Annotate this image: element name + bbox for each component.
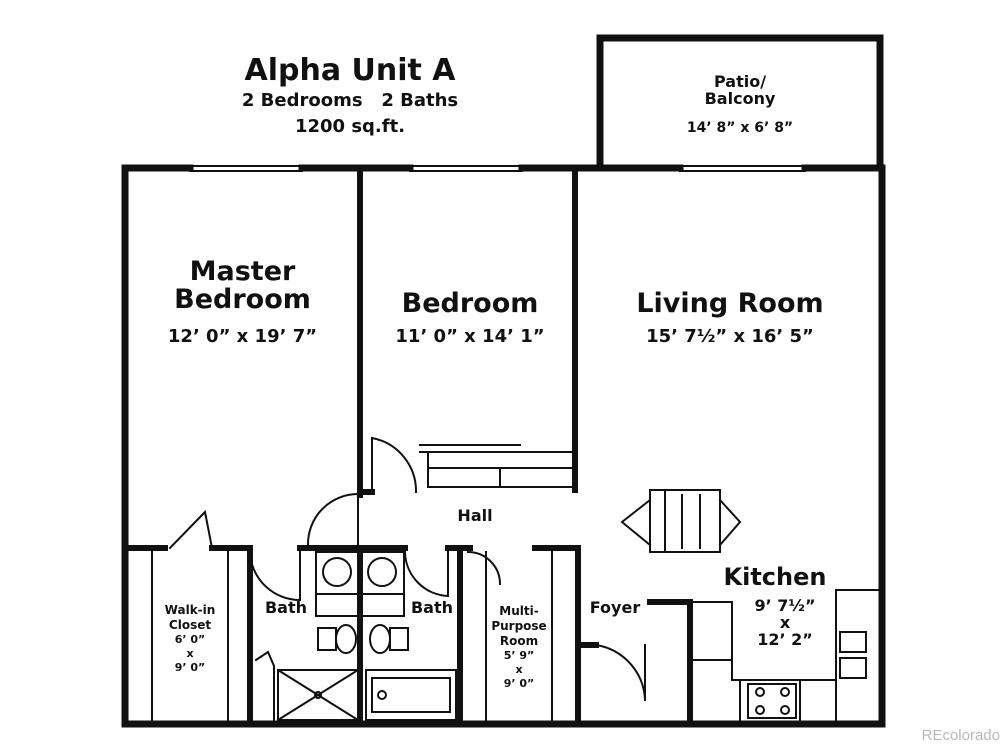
bedroom-dims: 11’ 0” x 14’ 1” xyxy=(395,326,545,347)
patio-label: Patio/ Balcony xyxy=(704,72,776,108)
foyer-label: Foyer xyxy=(589,598,641,617)
windows xyxy=(189,165,806,172)
patio-dims: 14’ 8” x 6’ 8” xyxy=(686,120,794,136)
hall-label: Hall xyxy=(457,506,493,525)
master-bedroom-dims: 12’ 0” x 19’ 7” xyxy=(167,326,318,347)
bedroom-label: Bedroom xyxy=(401,288,539,319)
living-room-dims: 15’ 7½” x 16’ 5” xyxy=(646,326,814,347)
walk-in-closet-label: Walk-in Closet 6’ 0” x 9’ 0” xyxy=(164,603,216,674)
multi-purpose-room-label: Multi- Purpose Room 5’ 9” x 9’ 0” xyxy=(491,604,547,690)
interior-walls xyxy=(125,169,693,727)
master-bedroom-label: Master Bedroom xyxy=(174,256,311,316)
unit-summary: 2 Bedrooms 2 Baths xyxy=(241,90,459,111)
unit-title: Alpha Unit A xyxy=(244,53,456,88)
unit-area: 1200 sq.ft. xyxy=(294,116,406,137)
exterior-walls xyxy=(121,34,886,728)
watermark: REcolorado xyxy=(921,727,1000,744)
living-room-label: Living Room xyxy=(636,288,824,319)
kitchen-dims: 9’ 7½” x 12’ 2” xyxy=(754,596,816,649)
bath-left-label: Bath xyxy=(264,598,308,617)
kitchen-label: Kitchen xyxy=(723,563,827,591)
bath-right-label: Bath xyxy=(410,598,454,617)
